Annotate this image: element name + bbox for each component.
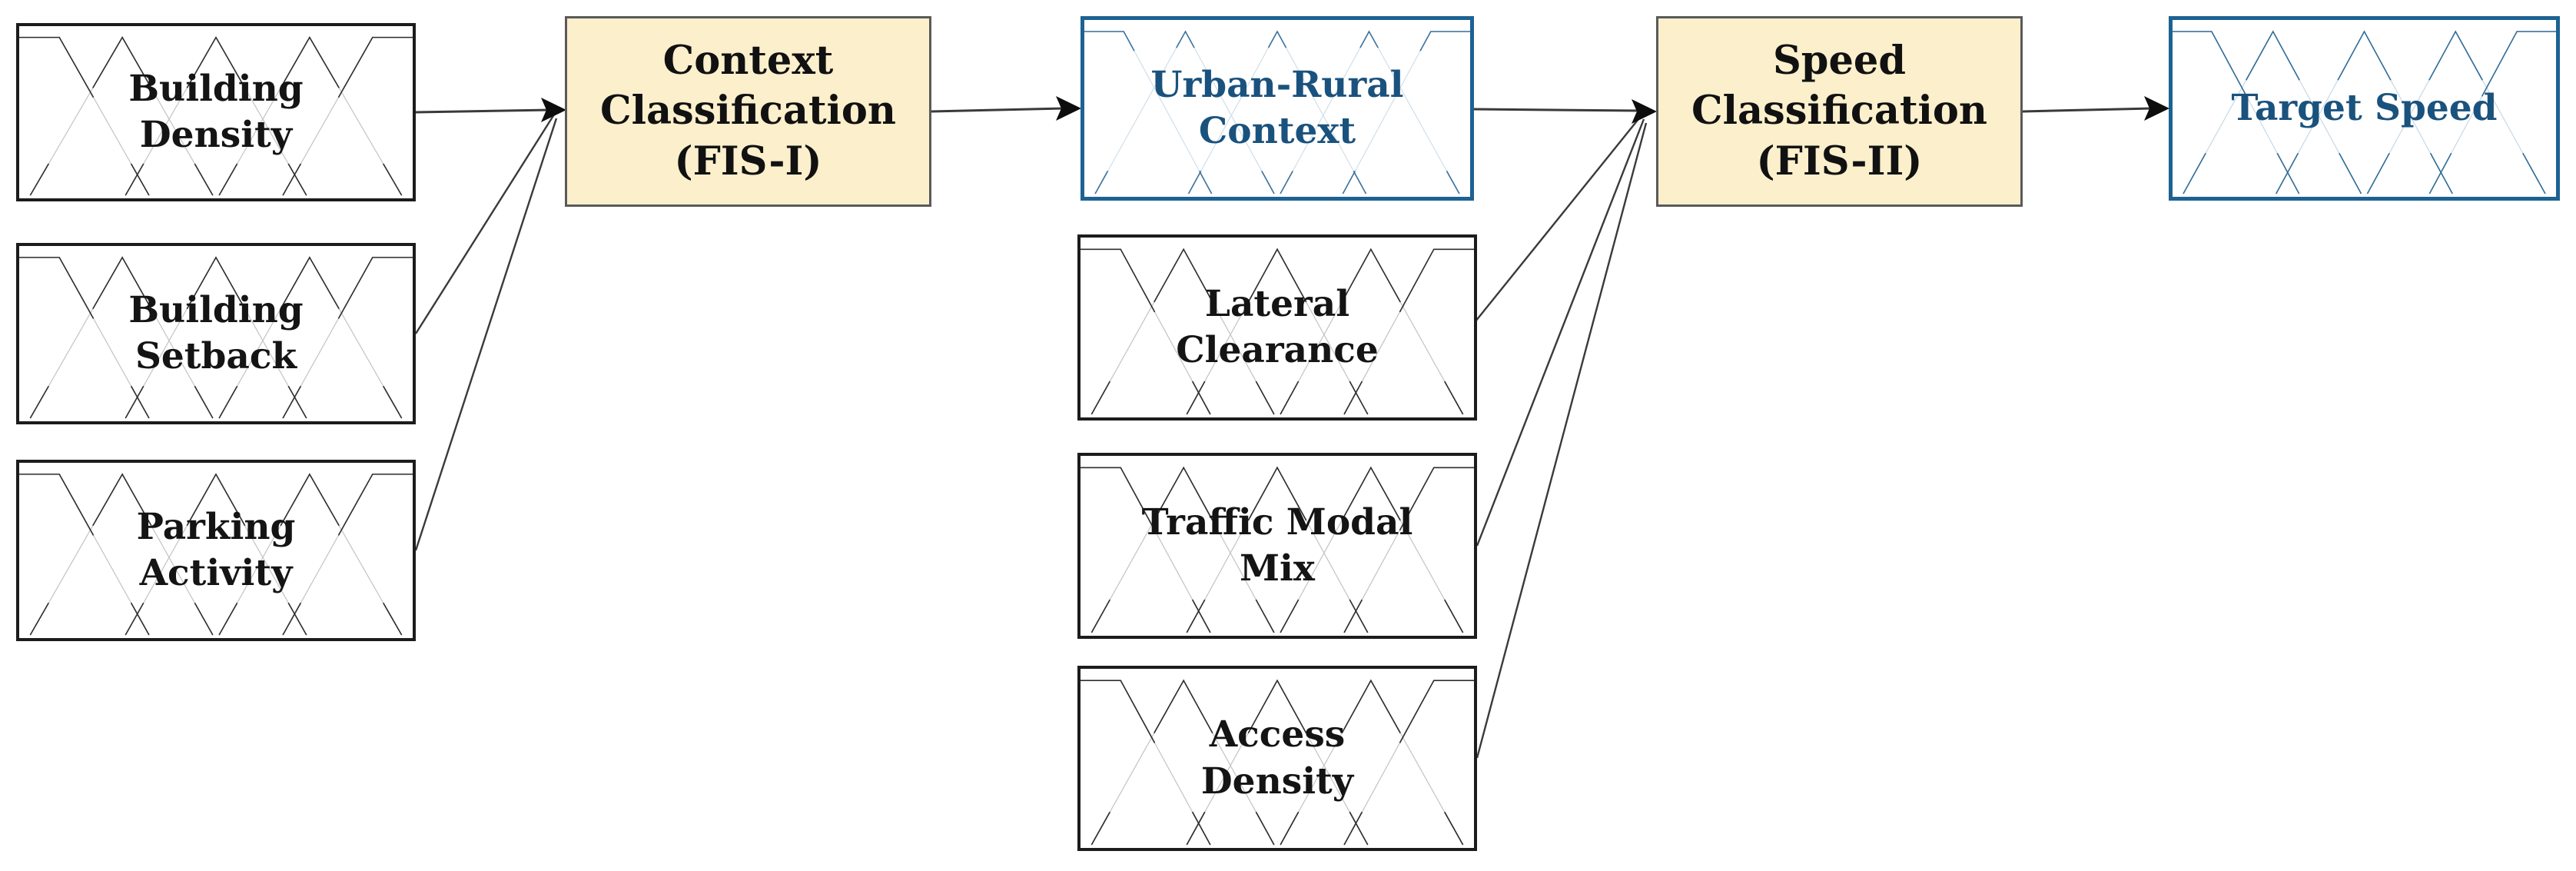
membership-function-pattern (19, 256, 413, 419)
target-speed-label: Target Speed (2231, 86, 2498, 129)
arrow-fis1-to-urban-rural (931, 107, 1064, 113)
input-box-access-density: Access Density (1077, 666, 1477, 851)
fis2-label: Speed Classification (FIS-II) (1691, 38, 1987, 185)
arrow-parking-activity-to-fis1 (414, 118, 558, 551)
traffic-modal-mix-label: Traffic Modal Mix (1141, 500, 1413, 590)
membership-function-pattern (1081, 466, 1474, 633)
arrow-building-density-to-fis1 (415, 108, 551, 114)
input-box-building-setback: Building Setback (16, 243, 416, 424)
membership-function-pattern (1081, 248, 1474, 415)
building-density-label: Building Density (128, 67, 304, 156)
arrowhead-urban-rural (1056, 96, 1081, 121)
process-box-context-classification-fis1: Context Classification (FIS-I) (565, 16, 931, 207)
parking-activity-label: Parking Activity (136, 505, 296, 594)
input-box-lateral-clearance: Lateral Clearance (1077, 234, 1477, 421)
fis1-label: Context Classification (FIS-I) (599, 38, 896, 185)
lateral-clearance-label: Lateral Clearance (1176, 282, 1379, 371)
input-box-parking-activity: Parking Activity (16, 460, 416, 641)
arrow-building-setback-to-fis1 (414, 114, 556, 334)
arrowhead-target-speed (2144, 96, 2169, 121)
membership-function-pattern (19, 473, 413, 636)
membership-function-pattern (1084, 30, 1470, 194)
input-box-building-density: Building Density (16, 23, 416, 201)
access-density-label: Access Density (1200, 713, 1354, 803)
arrow-access-density-to-fis2 (1476, 122, 1648, 759)
arrow-traffic-modal-mix-to-fis2 (1476, 118, 1645, 547)
output-box-urban-rural-context: Urban-Rural Context (1081, 16, 1474, 201)
membership-function-pattern (2173, 30, 2556, 194)
arrow-lateral-clearance-to-fis2 (1475, 115, 1642, 322)
building-setback-label: Building Setback (128, 288, 304, 377)
arrowhead-fis2 (1632, 99, 1657, 124)
arrowhead-fis1 (541, 98, 566, 122)
output-box-target-speed: Target Speed (2169, 16, 2560, 201)
membership-function-pattern (19, 35, 413, 196)
urban-rural-label: Urban-Rural Context (1150, 63, 1404, 152)
membership-function-pattern (1081, 679, 1474, 846)
arrow-urban-rural-to-fis2 (1473, 108, 1639, 112)
input-box-traffic-modal-mix: Traffic Modal Mix (1077, 453, 1477, 639)
process-box-speed-classification-fis2: Speed Classification (FIS-II) (1656, 16, 2023, 207)
arrow-fis2-to-target-speed (2022, 107, 2153, 113)
